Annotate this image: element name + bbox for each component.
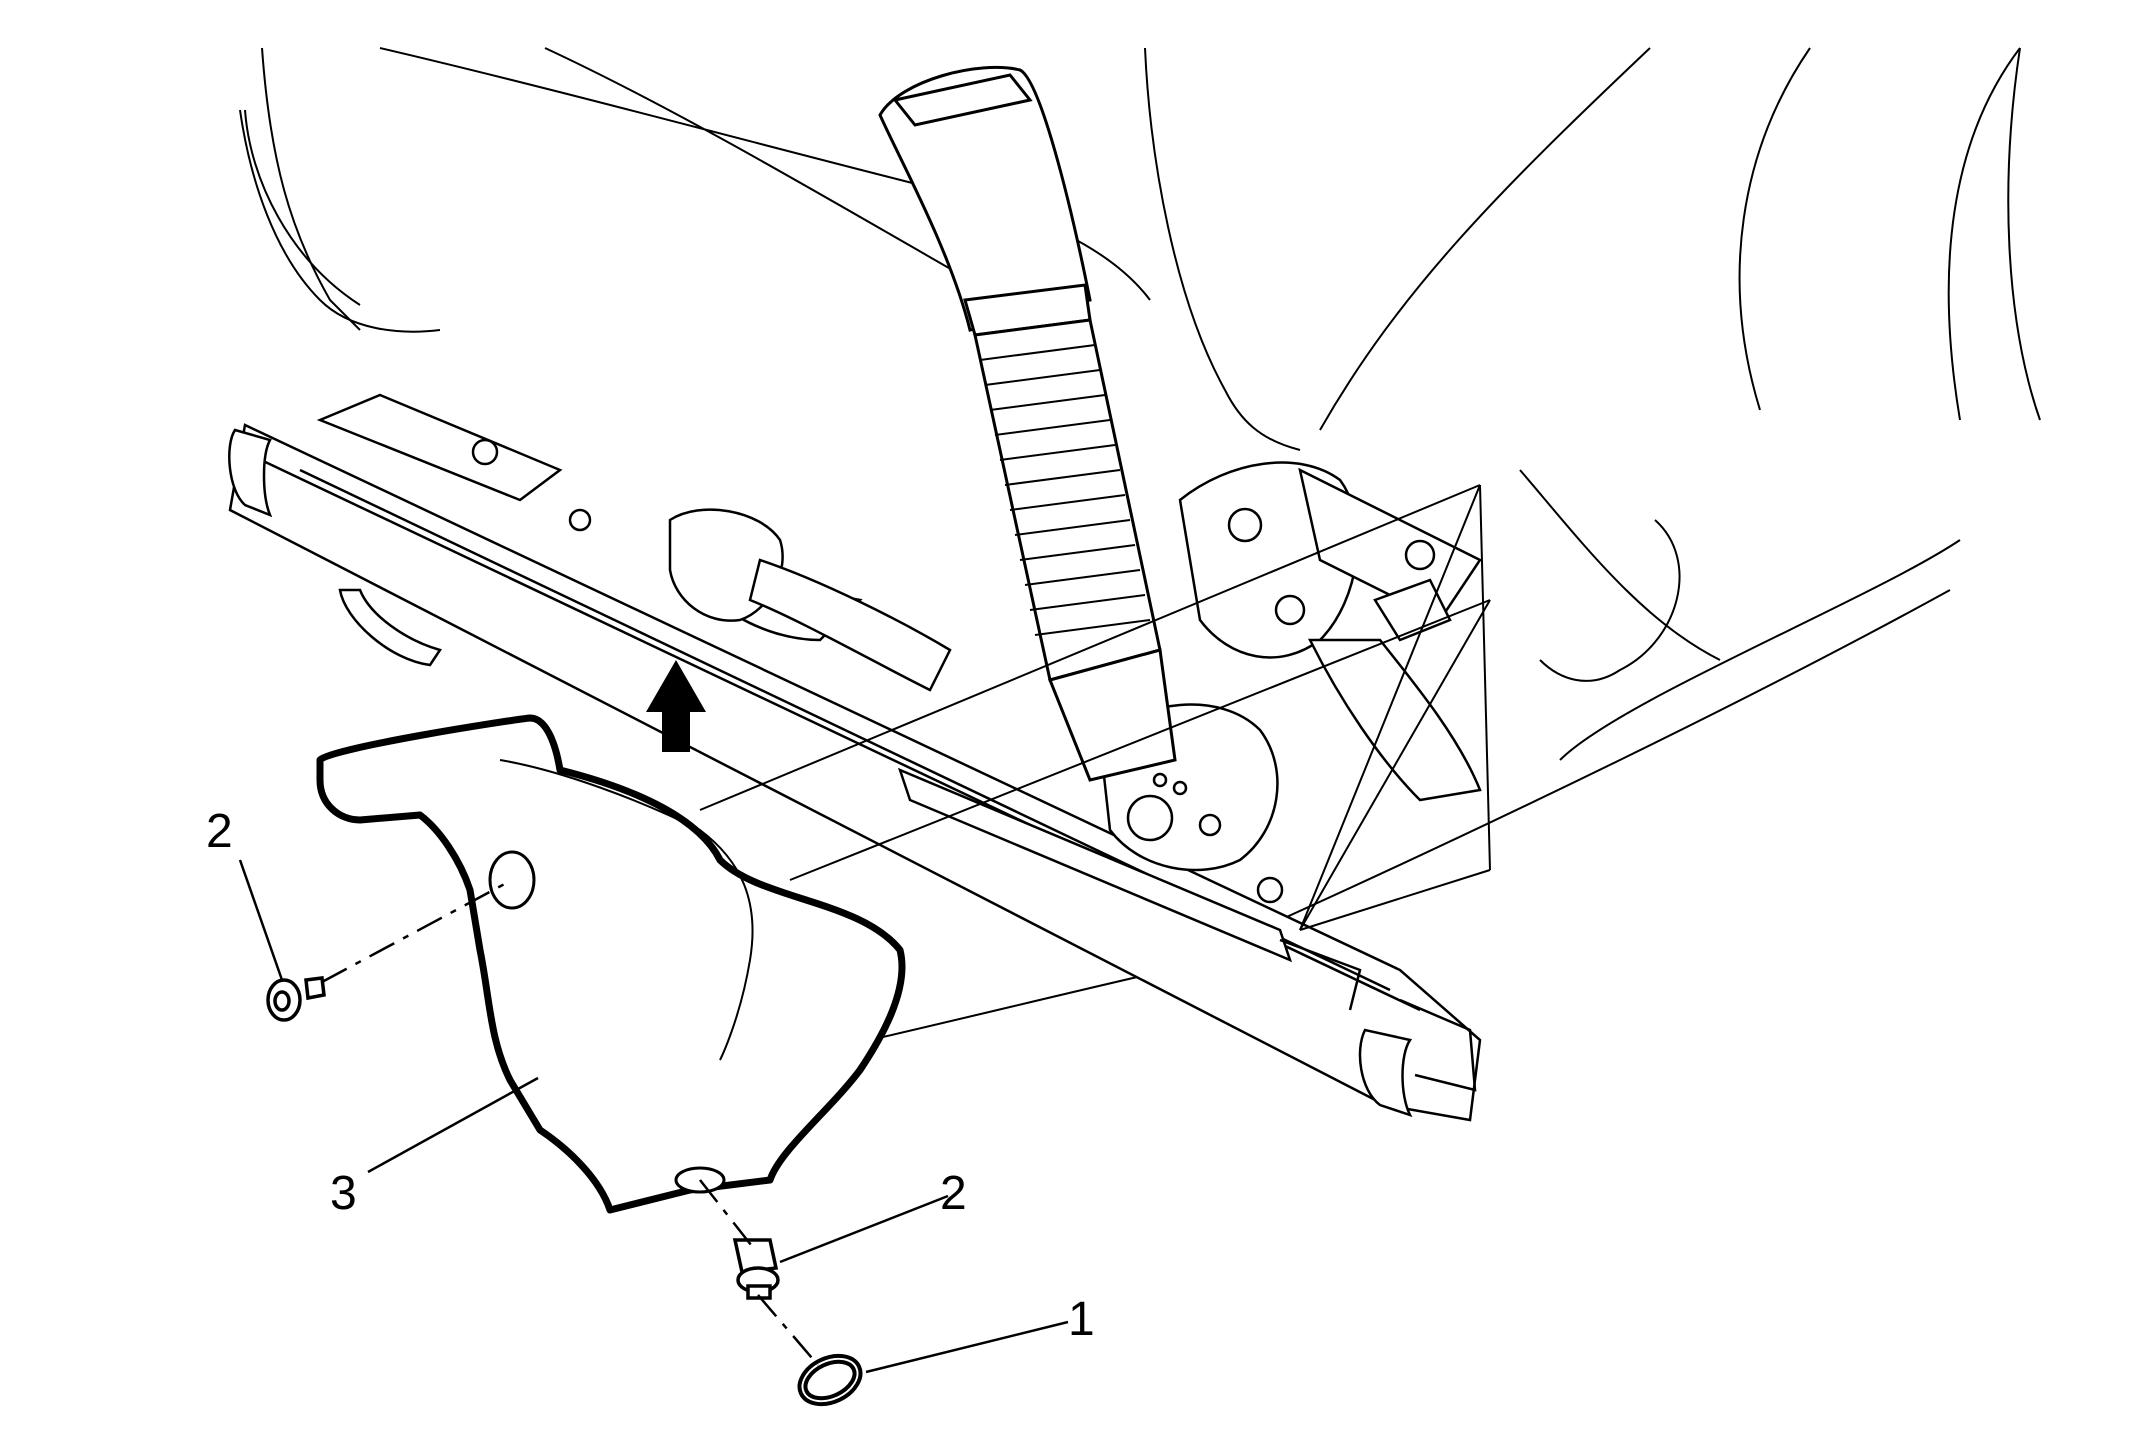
up-direction-arrow xyxy=(646,660,706,752)
seat-mechanism-detail xyxy=(670,463,1480,870)
seat-belt-buckle-boot-ribs xyxy=(980,345,1150,635)
detail-view-wedge-lines xyxy=(700,485,1490,930)
callout-plug: 1 xyxy=(1068,1293,1095,1346)
fastener-left xyxy=(268,978,324,1020)
seat-adjuster-outer-cover xyxy=(320,718,902,1210)
plug xyxy=(792,1347,869,1414)
seat-adjuster-rail xyxy=(229,395,1480,1120)
callout-leader-lines xyxy=(240,860,1068,1372)
installation-centerlines xyxy=(322,880,818,1365)
callout-fastener-bottom: 2 xyxy=(940,1167,967,1220)
callout-fastener-left: 2 xyxy=(206,805,233,858)
callout-cover: 3 xyxy=(330,1167,357,1220)
fastener-bottom xyxy=(735,1240,778,1298)
cover-upper-hole xyxy=(490,852,534,908)
seat-belt-buckle xyxy=(880,67,1175,780)
